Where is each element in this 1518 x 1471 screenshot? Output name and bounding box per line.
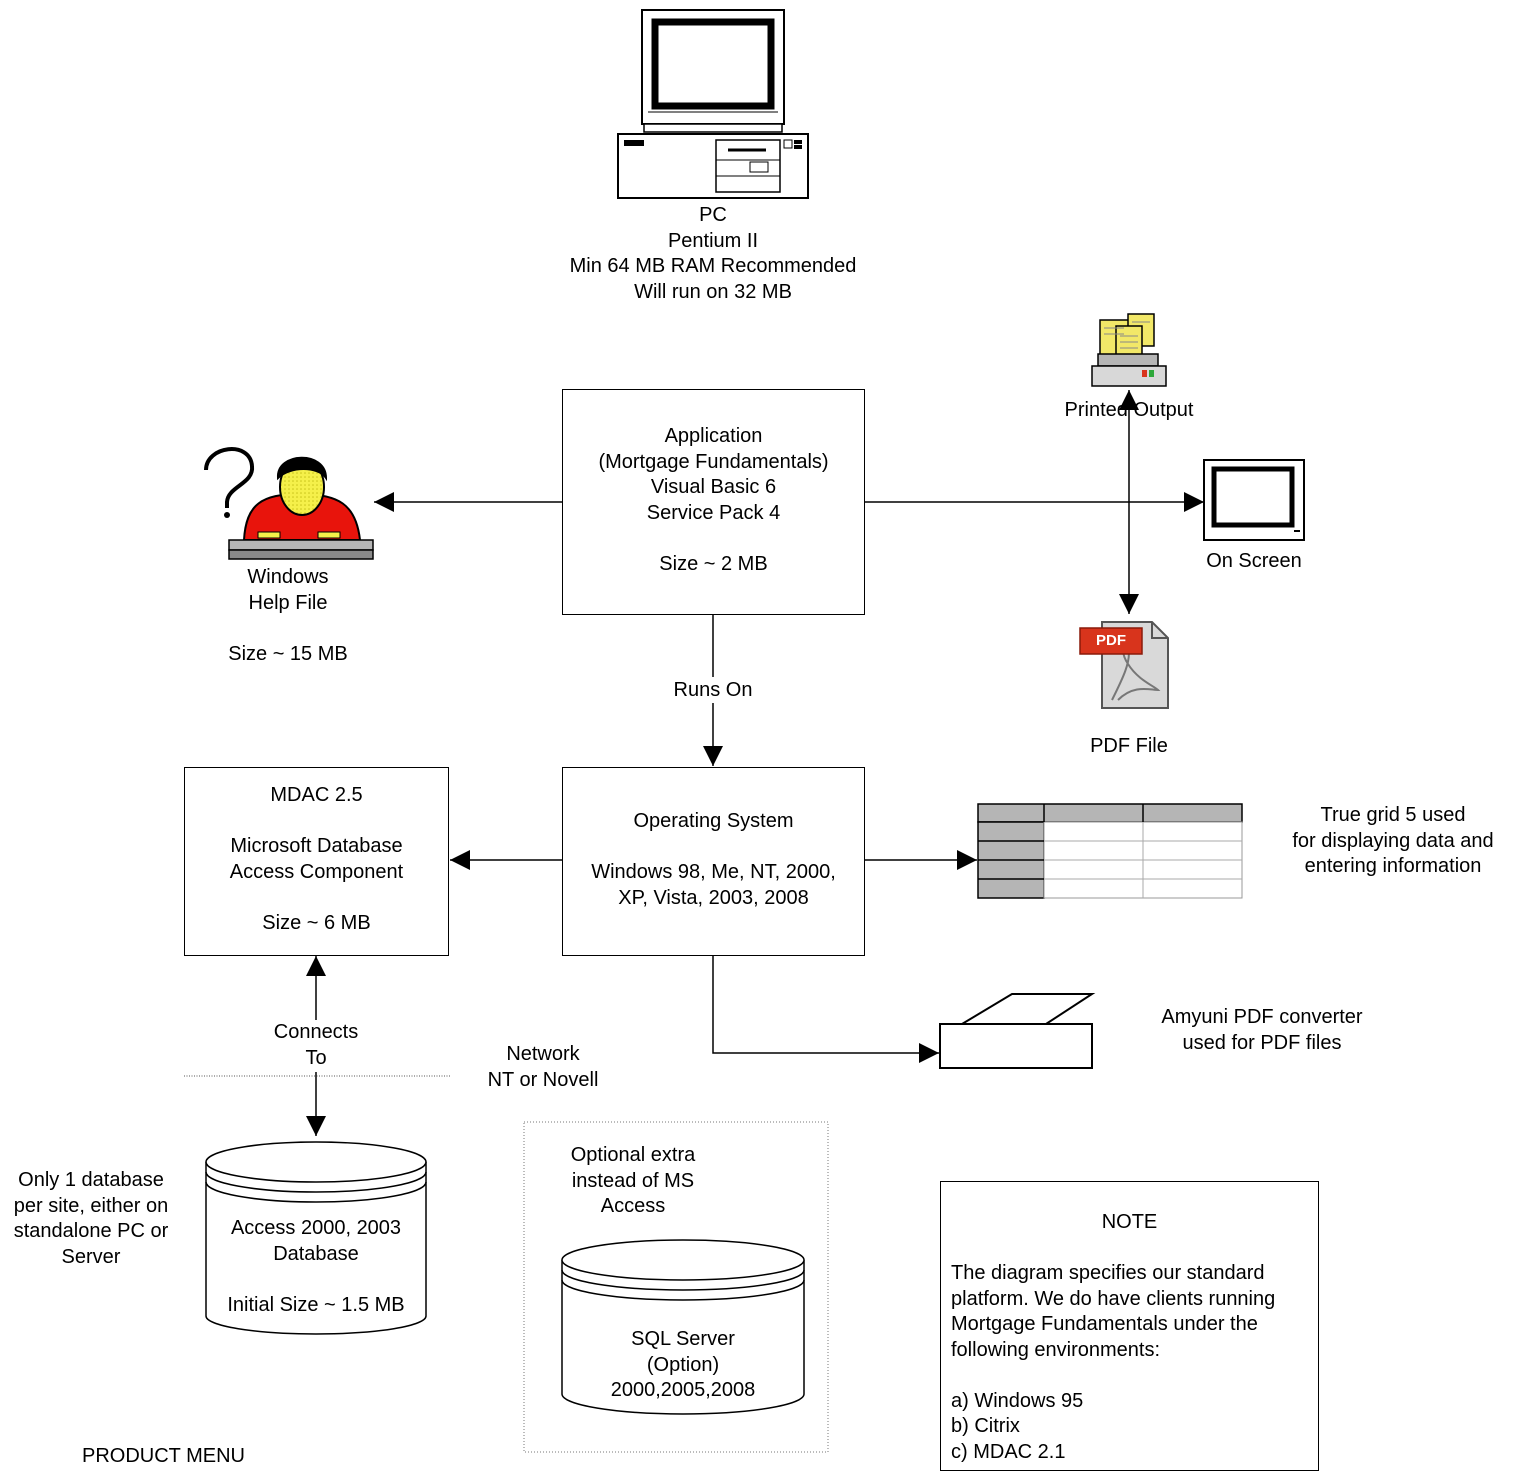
application-line	[563, 526, 864, 552]
note-line: following environments:	[951, 1338, 1160, 1361]
note-body: The diagram specifies our standard platf…	[951, 1261, 1311, 1465]
connects-to-line: To	[305, 1046, 327, 1069]
note-line: c) MDAC 2.1	[951, 1440, 1066, 1463]
pc-label: PC Pentium II Min 64 MB RAM Recommended …	[513, 203, 913, 305]
note-line	[951, 1363, 1311, 1389]
true-grid-line: entering information	[1304, 855, 1482, 877]
database-note-label: Only 1 database per site, either on stan…	[0, 1168, 182, 1270]
connects-to-line: Connects	[273, 1021, 359, 1043]
amyuni-line: used for PDF files	[1182, 1031, 1342, 1054]
runs-on-label: Runs On	[673, 679, 753, 701]
mdac-box: MDAC 2.5 Microsoft Database Access Compo…	[184, 767, 449, 956]
application-box: Application (Mortgage Fundamentals) Visu…	[562, 389, 865, 615]
sql-server-line: (Option)	[646, 1353, 720, 1376]
true-grid-label: True grid 5 used for displaying data and…	[1273, 803, 1513, 880]
pdf-converter-printer-icon	[939, 993, 1096, 1069]
os-line: XP, Vista, 2003, 2008	[618, 886, 809, 909]
pdf-icon-text: PDF	[1096, 632, 1126, 649]
printer-icon	[1091, 313, 1167, 387]
application-line: Visual Basic 6	[650, 476, 777, 498]
help-file-line: Windows	[247, 566, 329, 588]
network-line: Network	[506, 1043, 580, 1065]
true-grid-line: for displaying data and	[1292, 829, 1494, 852]
optional-extra-line: Optional extra	[570, 1144, 696, 1166]
pdf-file-icon	[1079, 621, 1169, 709]
optional-extra-frame	[523, 1121, 829, 1453]
mdac-line: Access Component	[229, 860, 404, 883]
mdac-line	[185, 885, 448, 911]
help-person-icon	[204, 447, 374, 560]
note-line: b) Citrix	[951, 1415, 1020, 1437]
help-file-label: Windows Help File Size ~ 15 MB	[188, 565, 388, 667]
optional-extra-line: instead of MS	[571, 1169, 695, 1192]
sql-server-line: SQL Server	[631, 1328, 735, 1350]
application-line: Size ~ 2 MB	[659, 552, 768, 575]
access-db-line	[206, 1267, 426, 1293]
note-line: platform. We do have clients running	[951, 1287, 1276, 1310]
printed-output-label: Printed Output	[1064, 399, 1194, 421]
help-file-line	[188, 616, 388, 642]
monitor-icon	[1203, 459, 1305, 541]
os-line	[563, 835, 864, 861]
amyuni-line: Amyuni PDF converter	[1161, 1006, 1363, 1028]
arrow-os-to-pdf-converter	[712, 955, 939, 1063]
amyuni-label: Amyuni PDF converter used for PDF files	[1142, 1005, 1382, 1056]
application-line: Service Pack 4	[646, 501, 781, 524]
sql-server-label: SQL Server (Option) 2000,2005,2008	[573, 1327, 793, 1404]
access-database-cylinder	[205, 1141, 427, 1335]
help-file-line: Size ~ 15 MB	[228, 642, 348, 665]
network-label: Network NT or Novell	[453, 1042, 633, 1093]
on-screen-label: On Screen	[1206, 550, 1302, 572]
grid-icon	[977, 803, 1243, 899]
pdf-file-label: PDF File	[1090, 735, 1168, 757]
connects-to-label: Connects To	[246, 1020, 386, 1071]
pc-line: Min 64 MB RAM Recommended	[569, 255, 857, 277]
database-note-line: Server	[61, 1245, 121, 1268]
note-line: a) Windows 95	[951, 1389, 1084, 1412]
database-note-line: standalone PC or	[13, 1220, 169, 1242]
sql-server-line: 2000,2005,2008	[610, 1379, 756, 1401]
product-menu-heading: PRODUCT MENU	[82, 1445, 245, 1467]
os-line: Operating System	[633, 810, 794, 832]
note-title: NOTE	[1101, 1211, 1158, 1233]
application-line: (Mortgage Fundamentals)	[598, 450, 829, 473]
access-db-line: Access 2000, 2003	[230, 1217, 402, 1239]
mdac-line	[185, 809, 448, 835]
database-note-line: Only 1 database	[18, 1169, 164, 1191]
mdac-line: MDAC 2.5	[270, 784, 363, 806]
help-file-line: Help File	[248, 591, 328, 614]
note-line: Mortgage Fundamentals under the	[951, 1313, 1258, 1335]
pc-line: Pentium II	[667, 229, 759, 252]
note-line: The diagram specifies our standard	[951, 1262, 1265, 1284]
sql-server-cylinder	[561, 1239, 805, 1415]
access-db-line: Initial Size ~ 1.5 MB	[227, 1293, 405, 1316]
access-database-label: Access 2000, 2003 Database Initial Size …	[206, 1216, 426, 1318]
note-box: NOTE The diagram specifies our standard …	[940, 1181, 1319, 1471]
application-line: Application	[664, 425, 763, 447]
mdac-line: Microsoft Database	[230, 835, 403, 857]
mdac-line: Size ~ 6 MB	[262, 911, 371, 934]
access-db-line: Database	[273, 1242, 359, 1265]
optional-extra-line: Access	[600, 1195, 666, 1217]
operating-system-box: Operating System Windows 98, Me, NT, 200…	[562, 767, 865, 956]
pc-line: Will run on 32 MB	[634, 280, 792, 303]
true-grid-line: True grid 5 used	[1320, 804, 1466, 826]
optional-extra-label: Optional extra instead of MS Access	[543, 1143, 723, 1220]
connectors	[184, 390, 1204, 1453]
database-note-line: per site, either on	[13, 1194, 169, 1217]
pc-line: PC	[699, 204, 727, 226]
network-line: NT or Novell	[487, 1068, 599, 1091]
pc-computer-icon	[617, 9, 809, 199]
os-line: Windows 98, Me, NT, 2000,	[591, 861, 836, 883]
